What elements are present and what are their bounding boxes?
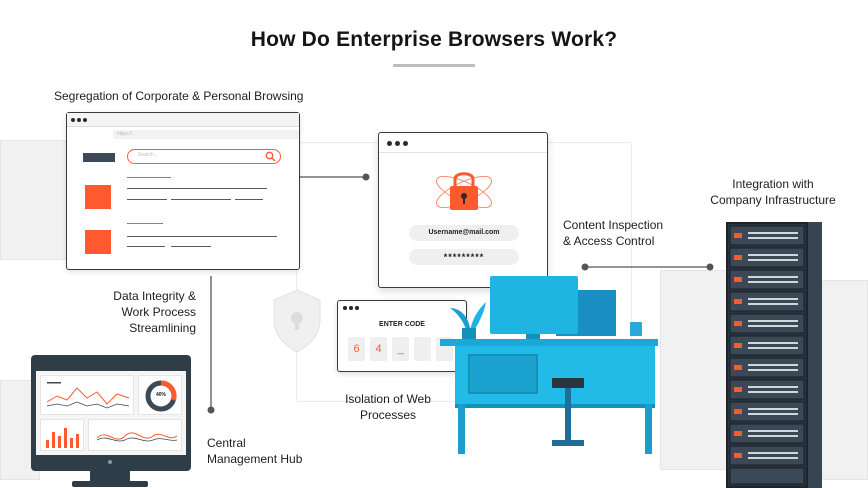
label-content-inspection-line1: Content Inspection — [563, 218, 664, 232]
label-central-hub-line2: Management Hub — [207, 452, 303, 466]
label-isolation: Isolation of Web Processes — [330, 391, 446, 423]
result-text-line — [171, 246, 211, 248]
shield-icon — [273, 289, 321, 353]
connector-dot — [207, 406, 215, 414]
dashboard-power-dot — [108, 460, 112, 464]
dashboard-screen: 40% — [36, 371, 186, 455]
otp-digit[interactable]: 6 — [348, 337, 365, 361]
office-chair — [552, 378, 584, 446]
browser-url-bar[interactable]: https:// — [113, 130, 299, 139]
wave-chart-panel — [88, 419, 182, 451]
bar-chart-panel — [40, 419, 84, 451]
label-integration-line1: Integration with — [732, 177, 814, 191]
line-chart-icon — [46, 382, 130, 409]
otp-digit[interactable]: 4 — [370, 337, 387, 361]
line-chart-panel — [40, 375, 134, 415]
window-dot-icon — [349, 306, 353, 310]
desk-leg — [645, 404, 652, 454]
result-title-line[interactable] — [127, 177, 171, 179]
desk-leg — [458, 404, 465, 454]
mug-icon — [630, 322, 642, 336]
label-integration: Integration with Company Infrastructure — [698, 176, 848, 208]
password-field[interactable]: ********* — [409, 249, 519, 265]
page-title: How Do Enterprise Browsers Work? — [250, 28, 618, 51]
wave-chart-icon — [96, 432, 178, 442]
label-segregation: Segregation of Corporate & Personal Brow… — [54, 89, 304, 103]
monitor-stand — [526, 334, 540, 340]
otp-title: ENTER CODE — [379, 321, 425, 328]
browser-url-text: https:// — [117, 131, 133, 137]
label-isolation-line1: Isolation of Web — [345, 392, 431, 406]
title-underline — [393, 64, 475, 67]
label-central-hub: Central Management Hub — [207, 435, 302, 467]
label-content-inspection-line2: & Access Control — [563, 234, 655, 248]
window-dot-icon — [355, 306, 359, 310]
window-dot-icon — [403, 141, 408, 146]
login-titlebar — [379, 133, 547, 153]
label-central-hub-line1: Central — [207, 436, 246, 450]
label-data-integrity-line1: Data Integrity & — [113, 289, 196, 303]
connector-dot — [362, 173, 370, 181]
result-text-line — [127, 246, 165, 248]
search-placeholder: Search... — [138, 152, 159, 158]
browser-window: https:// Search... — [66, 112, 300, 270]
desk-top — [440, 339, 658, 346]
window-dot-icon — [395, 141, 400, 146]
result-thumbnail[interactable] — [85, 185, 111, 209]
otp-digit[interactable] — [414, 337, 431, 361]
label-content-inspection: Content Inspection & Access Control — [563, 217, 663, 249]
desk-drawer — [468, 354, 538, 394]
label-data-integrity-line3: Streamlining — [129, 321, 196, 335]
window-dot-icon — [77, 118, 81, 122]
lock-icon — [435, 172, 493, 210]
label-data-integrity: Data Integrity & Work Process Streamlini… — [60, 288, 196, 336]
connector-dot — [706, 263, 714, 271]
gauge-value: 40% — [155, 392, 166, 398]
bar-chart-icon — [46, 428, 79, 448]
gauge-panel: 40% — [138, 375, 182, 415]
background-window-right — [660, 270, 730, 470]
plant-icon — [450, 302, 486, 340]
login-window: Username@mail.com ********* — [378, 132, 548, 288]
result-text-line — [127, 236, 277, 238]
result-text-line — [235, 199, 263, 201]
result-thumbnail[interactable] — [85, 230, 111, 254]
server-units — [729, 225, 805, 485]
otp-titlebar — [338, 301, 466, 314]
window-dot-icon — [387, 141, 392, 146]
browser-titlebar — [67, 113, 299, 127]
result-text-line — [171, 199, 231, 201]
result-text-line — [127, 188, 267, 190]
window-dot-icon — [343, 306, 347, 310]
search-icon[interactable] — [265, 151, 276, 162]
username-field[interactable]: Username@mail.com — [409, 225, 519, 241]
label-isolation-line2: Processes — [359, 408, 417, 422]
window-dot-icon — [83, 118, 87, 122]
otp-window: ENTER CODE 6 4 _ — [337, 300, 467, 372]
window-dot-icon — [71, 118, 75, 122]
dashboard-stand — [90, 471, 130, 481]
result-text-line — [127, 199, 167, 201]
result-title-line[interactable] — [127, 223, 163, 225]
dashboard-base — [72, 481, 148, 487]
otp-digit[interactable]: _ — [392, 337, 409, 361]
background-window-left — [0, 140, 70, 260]
server-rack-side — [808, 222, 822, 488]
search-input[interactable]: Search... — [127, 149, 281, 164]
label-data-integrity-line2: Work Process — [121, 305, 196, 319]
browser-logo — [83, 153, 115, 162]
gauge-chart-icon — [145, 380, 177, 412]
label-integration-line2: Company Infrastructure — [710, 193, 836, 207]
monitor-icon — [490, 276, 578, 334]
connector-dot — [581, 263, 589, 271]
